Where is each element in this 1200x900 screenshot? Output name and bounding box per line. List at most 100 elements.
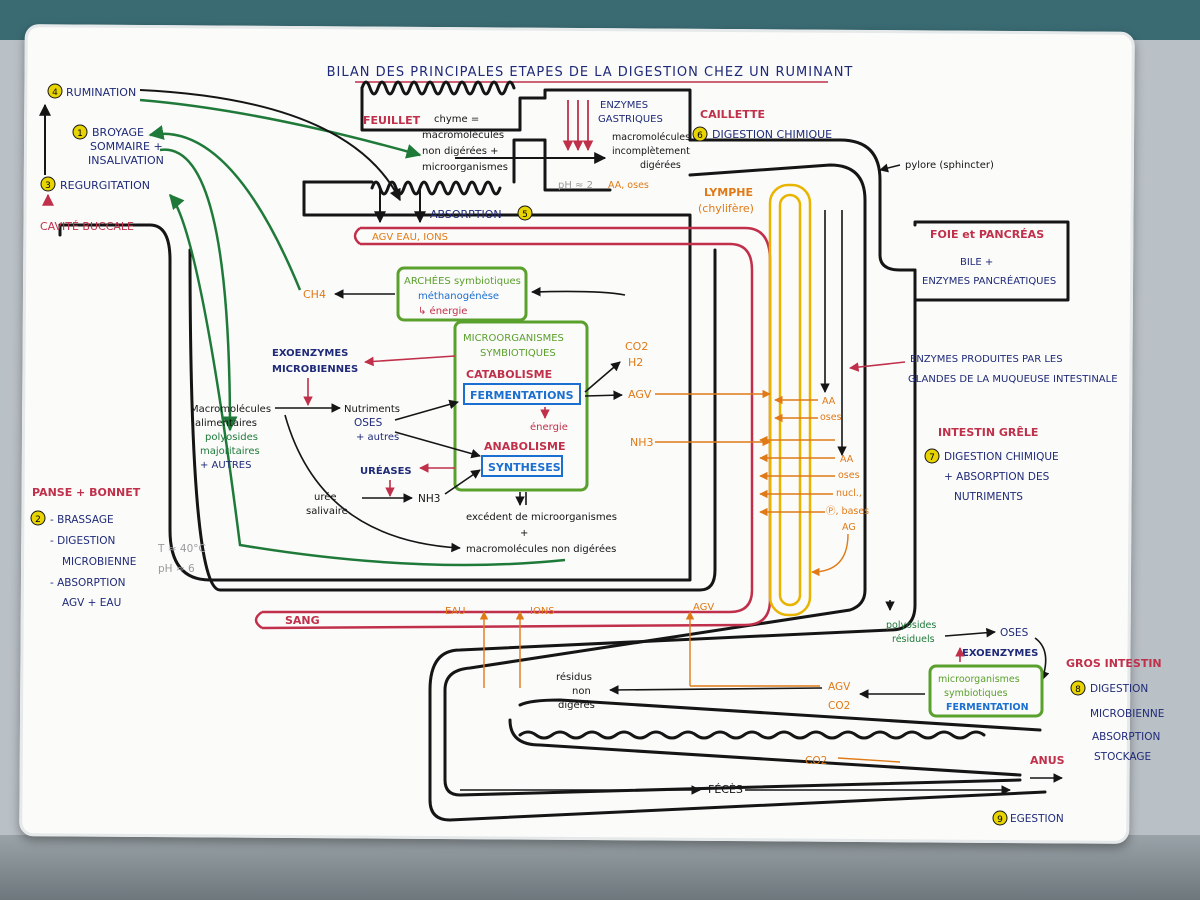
micro-line-1: MICROORGANISMES [463, 333, 564, 344]
step-9-badge [992, 810, 1008, 826]
egestion-label: EGESTION [1010, 813, 1064, 825]
enzymes-pancreatiques-label: ENZYMES PANCRÉATIQUES [922, 274, 1056, 287]
caillette-label: CAILLETTE [700, 108, 765, 121]
enzymes-gastriques-1: ENZYMES [600, 100, 648, 111]
intestin-aa-2: AA [840, 454, 854, 465]
step-3-badge [40, 176, 56, 192]
co2-label: CO2 [625, 340, 648, 353]
step-2-number: 2 [35, 515, 41, 525]
gros-micro-2: symbiotiques [944, 688, 1008, 699]
macro-line-2: alimentaires [195, 418, 257, 429]
macro-line-4: majoritaires [200, 446, 260, 457]
polyosides-1: polyosides [886, 620, 936, 631]
enzymes-muqueuse-1: ENZYMES PRODUITES PAR LES [910, 354, 1063, 365]
sang-agv: AGV [693, 602, 714, 613]
step-6-number: 6 [697, 131, 703, 141]
excedent-line-3: macromolécules non digérées [466, 543, 616, 555]
digestion-rumen-2: MICROBIENNE [62, 556, 136, 568]
enzymes-muqueuse-2: GLANDES DE LA MUQUEUSE INTESTINALE [908, 374, 1118, 385]
archees-line-2: méthanogénèse [418, 290, 499, 302]
intestin-oses-2: oses [838, 470, 860, 481]
residus-2: non [572, 686, 591, 697]
nutriments-label: Nutriments [344, 404, 400, 415]
step-4-badge [47, 83, 63, 99]
h2-label: H2 [628, 356, 643, 369]
sang-label: SANG [285, 614, 320, 627]
caillette-macro-3: digérées [640, 160, 681, 171]
gros-micro-1: microorganismes [938, 674, 1020, 685]
ch4-label: CH4 [303, 288, 326, 301]
caillette-ph: pH ≈ 2 [558, 180, 593, 191]
fermentations-box [463, 383, 581, 405]
excedent-line-1: excédent de microorganismes [466, 511, 617, 523]
step-9-number: 9 [997, 815, 1003, 825]
macro-line-3: polyosides [205, 432, 258, 443]
step-7-number: 7 [929, 453, 935, 463]
panse-bonnet-label: PANSE + BONNET [32, 486, 141, 499]
agv-eau-label: AGV EAU, IONS [372, 232, 448, 243]
macro-line-5: + AUTRES [200, 460, 251, 471]
nh3-label: NH3 [418, 493, 440, 505]
caillette-macro-2: incomplètement [612, 146, 690, 157]
gros-agv: AGV [828, 681, 851, 693]
absorption-label: ABSORPTION [430, 208, 502, 221]
gros-co2-b: CO2 [805, 755, 827, 767]
feuillet-label: FEUILLET [363, 114, 421, 127]
step-1-number: 1 [77, 129, 83, 139]
rumination-loops [139, 98, 566, 567]
intestin-oses-1: oses [820, 412, 842, 423]
rumen-ph: pH ≈ 6 [158, 563, 195, 575]
rumen-temp: T ≈ 40°C [157, 543, 206, 555]
step-2-badge [30, 510, 46, 526]
gros-digestion-4: STOCKAGE [1094, 751, 1151, 763]
gros-fermentation: FERMENTATION [946, 702, 1029, 713]
intestin-digestion-3: NUTRIMENTS [954, 491, 1023, 503]
lymphe-label-1: LYMPHE [704, 186, 753, 199]
uree-line-2: salivaire [306, 506, 348, 517]
energie-label: énergie [530, 421, 568, 433]
chyme-line-3: non digérées + [422, 145, 499, 157]
intestin-ag: AG [842, 522, 856, 533]
syntheses-label: SYNTHESES [488, 461, 561, 474]
step-7-badge [924, 448, 940, 464]
residus-1: résidus [556, 671, 592, 683]
gros-intestin-label: GROS INTESTIN [1066, 657, 1162, 670]
pylore-label: pylore (sphincter) [905, 160, 994, 171]
digestive-tube [58, 80, 1070, 822]
broyage-label-2: SOMMAIRE + [90, 140, 163, 153]
gros-digestion-3: ABSORPTION [1092, 731, 1160, 743]
chyme-line-2: macromolécules [422, 129, 504, 141]
archees-line-1: ARCHÉES symbiotiques [404, 274, 521, 287]
exoenzymes-line-1: EXOENZYMES [272, 348, 348, 359]
micro-line-2: SYMBIOTIQUES [480, 348, 556, 359]
intestin-p-bases: Ⓟ, bases [826, 506, 869, 517]
broyage-label-3: INSALIVATION [88, 154, 164, 167]
archees-line-3: ↳ énergie [418, 305, 467, 317]
sang-ions: IONS [530, 606, 555, 617]
anus-label: ANUS [1030, 754, 1065, 767]
regurgitation-label: REGURGITATION [60, 179, 150, 192]
step-5-number: 5 [522, 210, 528, 220]
foie-pancreas-label: FOIE et PANCRÉAS [930, 228, 1044, 241]
sang-eau: EAU [445, 606, 465, 617]
gros-micro-box [928, 664, 1044, 718]
autres-label: + autres [356, 432, 399, 443]
exoenzymes-line-2: MICROBIENNES [272, 364, 358, 375]
gros-digestion-1: DIGESTION [1090, 683, 1148, 695]
agv-rumen-label: AGV [628, 388, 652, 401]
syntheses-box [481, 455, 563, 477]
step-5-badge [517, 205, 533, 221]
feces-label: FÉCÈS [708, 783, 743, 796]
gros-oses: OSES [1000, 627, 1029, 639]
anabolisme-label: ANABOLISME [484, 440, 565, 453]
step-8-badge [1070, 680, 1086, 696]
absorption-rumen-2: AGV + EAU [62, 597, 121, 609]
excedent-line-2: + [520, 528, 528, 539]
intestin-digestion-1: DIGESTION CHIMIQUE [944, 451, 1059, 463]
step-3-number: 3 [45, 181, 51, 191]
uree-line-1: urée [314, 491, 337, 503]
blood-vessel [254, 226, 772, 630]
chyme-line-4: microorganismes [422, 162, 508, 173]
